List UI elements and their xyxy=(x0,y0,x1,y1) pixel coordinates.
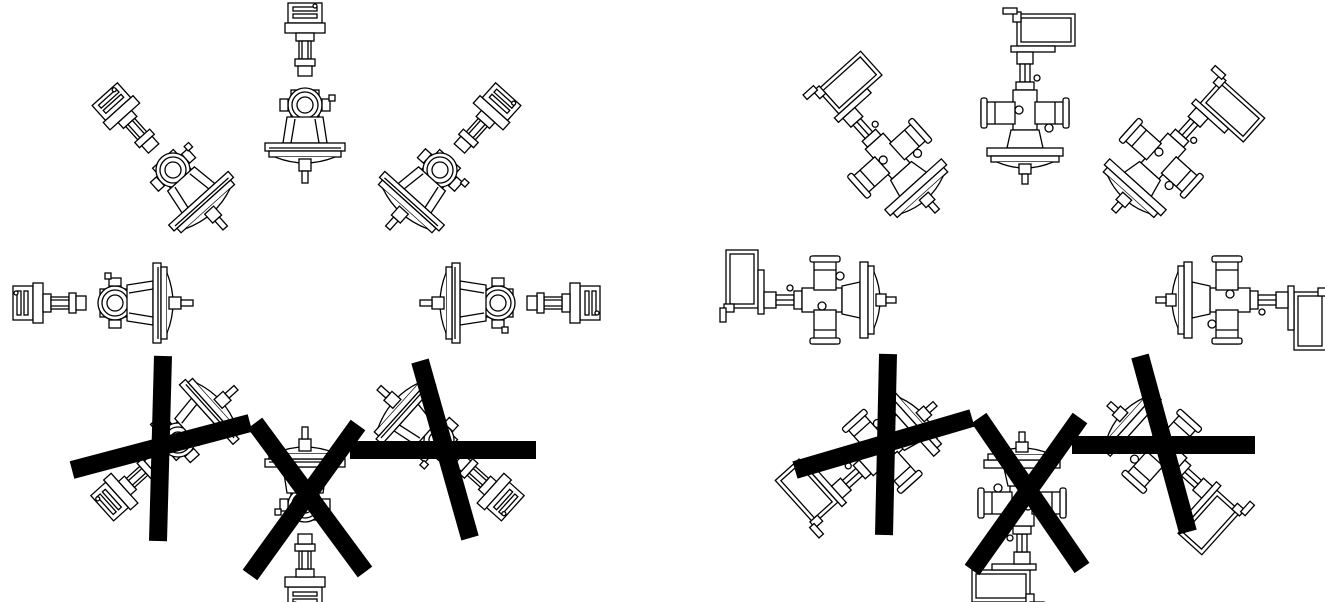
panel-two-way-valve xyxy=(12,2,601,602)
cross-mark xyxy=(69,414,253,479)
valve-two-way-up xyxy=(264,2,346,184)
valve-three-way-up-right xyxy=(1080,50,1270,246)
panel-three-way-valve xyxy=(719,7,1325,602)
cross-mark xyxy=(964,412,1088,576)
cross-mark xyxy=(242,419,366,581)
valve-two-way-up-left xyxy=(74,66,256,256)
valve-three-way-up xyxy=(980,7,1076,185)
prohibited-marks-right xyxy=(792,353,1255,576)
valve-three-way-right xyxy=(1155,255,1325,351)
valve-two-way-left xyxy=(12,262,194,344)
cross-mark xyxy=(792,409,975,479)
cross-mark xyxy=(1131,353,1197,535)
valve-two-way-up-right xyxy=(357,66,539,256)
valve-two-way-right xyxy=(419,262,601,344)
valve-three-way-up-left xyxy=(786,46,975,242)
prohibited-marks-left xyxy=(69,355,536,581)
cross-mark xyxy=(411,358,479,541)
valve-three-way-left xyxy=(719,249,897,345)
